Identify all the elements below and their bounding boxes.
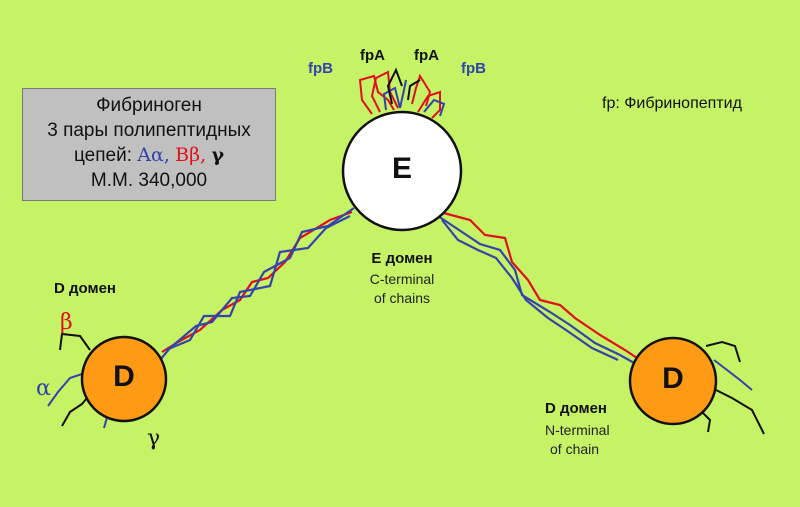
chain-g-label: γ <box>211 144 224 166</box>
e-domain-title: E домен <box>371 250 433 267</box>
left-arm-chains <box>159 207 355 361</box>
e-domain-sub2: of chains <box>373 290 431 306</box>
info-molecular-mass: M.M. 340,000 <box>90 170 208 191</box>
d-node-right-letter: D <box>662 362 684 395</box>
info-line3: цепей: Aα, Bβ, γ <box>23 143 275 168</box>
fibrinopeptide-chains <box>358 67 446 119</box>
fpb-label-right: fpB <box>461 60 486 77</box>
e-domain-sub1: C-terminal <box>369 271 435 287</box>
d-node-left-letter: D <box>113 360 135 393</box>
info-line3-prefix: цепей: <box>74 145 138 166</box>
info-title: Фибриноген <box>96 95 202 116</box>
right-d-tails <box>699 340 765 435</box>
alpha-label: α <box>36 376 51 401</box>
d-domain-node-right <box>628 336 718 426</box>
legend-fibrinopeptide: fp: Фибринопептид <box>602 95 742 112</box>
d-domain-node-left <box>80 335 168 423</box>
d-domain-left-title: D домен <box>54 280 116 297</box>
fpa-label-right: fpA <box>414 47 439 64</box>
chain-b-label: Bβ, <box>175 144 207 166</box>
fpa-label-left: fpA <box>360 47 385 64</box>
info-box: Фибриноген 3 пары полипептидных цепей: A… <box>22 88 276 201</box>
beta-label: β <box>60 310 73 335</box>
d-domain-right-sub1: N-terminal <box>545 422 610 438</box>
right-arm-chains <box>437 210 641 365</box>
d-domain-right-sub2: of chain <box>550 441 600 457</box>
e-domain-node <box>341 110 463 232</box>
d-domain-right-title: D домен <box>545 400 607 417</box>
fpb-label-left: fpB <box>308 60 333 77</box>
info-line2: 3 пары полипептидных <box>47 120 251 141</box>
e-node-letter: E <box>391 152 412 185</box>
chain-a-label: Aα, <box>137 144 170 166</box>
gamma-label: γ <box>147 426 161 451</box>
